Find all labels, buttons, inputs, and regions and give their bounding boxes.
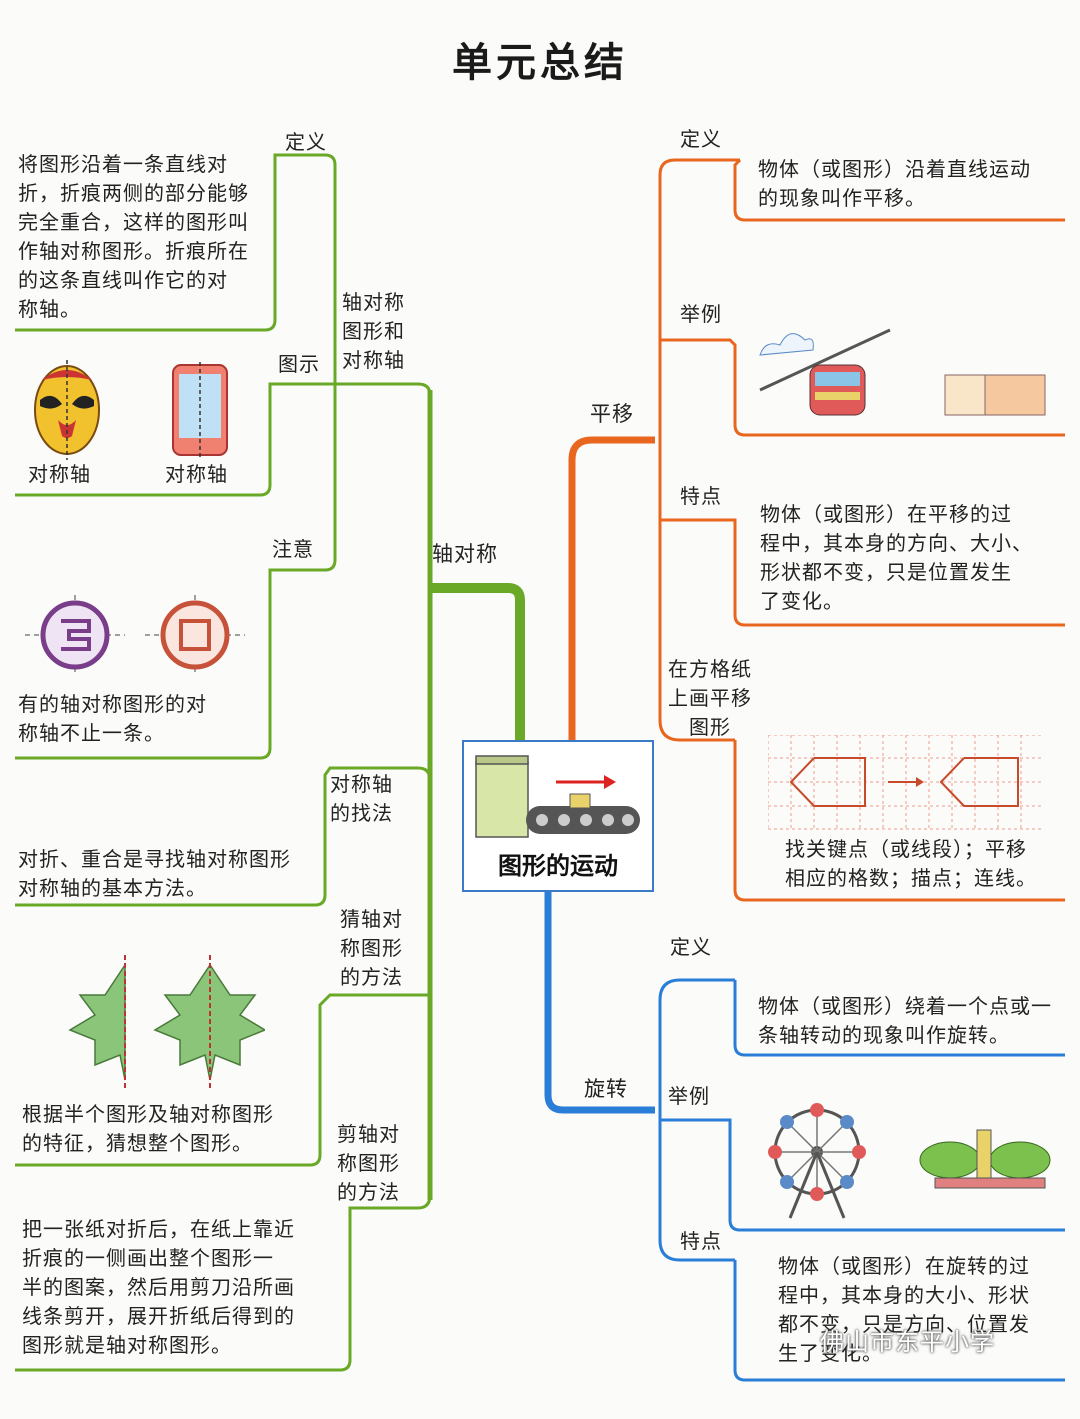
definition-text-left: 将图形沿着一条直线对 折，折痕两侧的部分能够 完全重合，这样的图形叫 作轴对称图…	[18, 152, 249, 321]
translation-feature-label: 特点	[680, 484, 722, 508]
green-main-branch	[430, 583, 525, 742]
note-text: 有的轴对称图形的对 称轴不止一条。	[18, 692, 207, 745]
rotation-definition-text: 物体（或图形）绕着一个点或一 条轴转动的现象叫作旋转。	[758, 994, 1052, 1047]
sub2-label: 对称轴 的找法	[330, 772, 393, 825]
note-label: 注意	[272, 537, 314, 561]
translation-example-label: 举例	[680, 302, 722, 326]
translation-branch-label: 平移	[590, 402, 634, 426]
ferris-wheel-icon	[768, 1103, 1051, 1219]
center-node: 图形的运动	[462, 740, 654, 892]
sub2-text: 对折、重合是寻找轴对称图形 对称轴的基本方法。	[18, 847, 291, 900]
sub1-label: 轴对称 图形和 对称轴	[342, 290, 405, 372]
rotation-feature-text: 物体（或图形）在旋转的过 程中，其本身的大小、形状 都不变，只是方向、位置发 生…	[778, 1254, 1030, 1365]
watermark: 佛山市东平小学	[820, 1328, 995, 1356]
rotation-branch-label: 旋转	[584, 1077, 628, 1101]
coin-symbols-icon	[25, 595, 245, 675]
sub3-text: 根据半个图形及轴对称图形 的特征，猜想整个图形。	[22, 1102, 274, 1155]
translation-definition-text: 物体（或图形）沿着直线运动 的现象叫作平移。	[758, 157, 1031, 210]
mask-caption: 对称轴	[28, 462, 91, 486]
axis-symmetry-branch-label: 轴对称	[432, 542, 498, 566]
cable-car-icon	[759, 328, 1046, 416]
illustration-label: 图示	[278, 352, 320, 376]
page-title: 单元总结	[452, 40, 628, 86]
sub4-label: 剪轴对 称图形 的方法	[337, 1122, 400, 1204]
center-label: 图形的运动	[498, 852, 618, 880]
phone-icon	[172, 362, 228, 458]
grid-text: 找关键点（或线段）；平移 相应的格数；描点；连线。	[785, 837, 1037, 890]
grid-label: 在方格纸 上画平移 图形	[668, 657, 752, 739]
sub3-label: 猜轴对 称图形 的方法	[340, 907, 403, 989]
translation-feature-text: 物体（或图形）在平移的过 程中，其本身的方向、大小、 形状都不变，只是位置发生 …	[760, 502, 1033, 613]
blue-main-branch	[544, 888, 655, 1114]
conveyor-belt-icon	[475, 755, 640, 838]
rotation-definition-label: 定义	[670, 935, 712, 959]
blue-trunk	[658, 978, 735, 1262]
rotation-example-label: 举例	[668, 1084, 710, 1108]
sub4-text: 把一张纸对折后，在纸上靠近 折痕的一侧画出整个图形一 半的图案，然后用剪刀沿所画…	[22, 1217, 295, 1357]
orange-trunk	[658, 158, 740, 742]
opera-mask-icon	[34, 360, 100, 460]
phone-caption: 对称轴	[165, 462, 228, 486]
orange-main-branch	[568, 436, 655, 742]
grid-translation-icon	[768, 735, 1042, 830]
translation-definition-label: 定义	[680, 127, 722, 151]
leaf-icon	[68, 955, 265, 1090]
definition-label-left: 定义	[285, 130, 327, 154]
rotation-feature-label: 特点	[680, 1229, 722, 1253]
